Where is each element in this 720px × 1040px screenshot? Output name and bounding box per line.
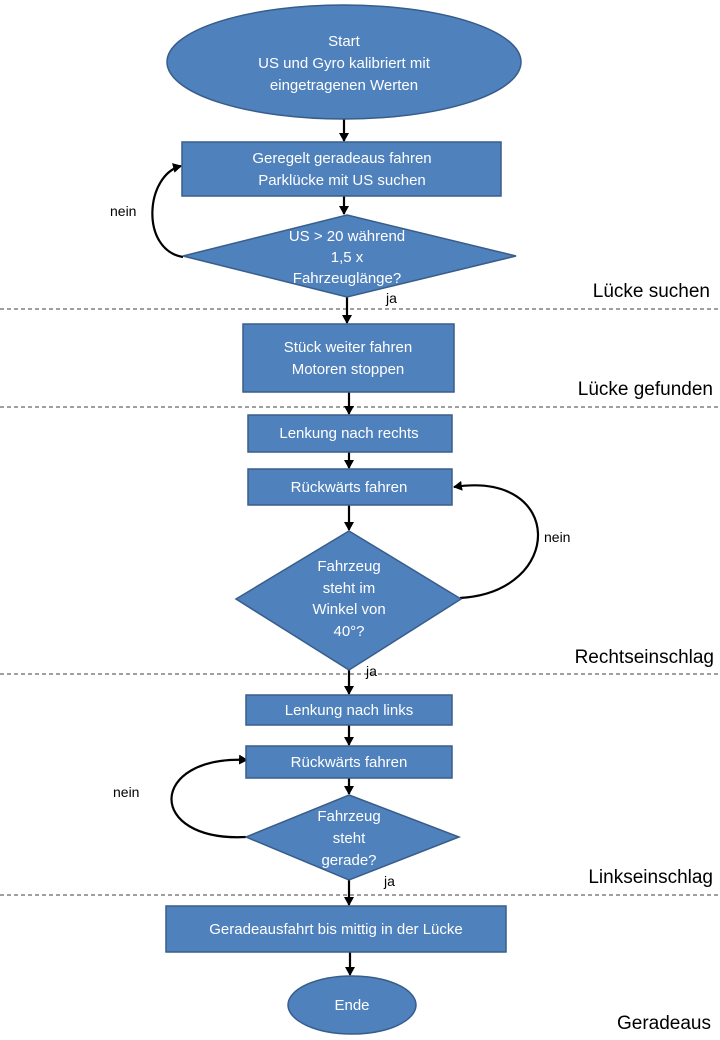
process-steer-right (247, 414, 453, 453)
process-reverse-2 (245, 745, 453, 779)
loop-angle-no (453, 480, 539, 600)
decision-straight-line-1: Fahrzeug (317, 808, 380, 825)
process-drive-stop-line-1: Stück weiter fahren (284, 339, 412, 356)
process-drive-search-line-1: Geregelt geradeaus fahren (252, 150, 431, 167)
section-label-right: Rechtseinschlag (575, 647, 714, 668)
end-node-label: Ende (334, 997, 369, 1014)
process-steer-left (245, 694, 453, 726)
process-steer-left-label: Lenkung nach links (285, 702, 413, 719)
process-drive-center (165, 905, 507, 953)
edge-label-angle-yes: ja (365, 663, 377, 679)
edge-label-straight-no: nein (113, 784, 139, 800)
decision-angle-line-4: 40°? (333, 623, 364, 640)
process-drive-stop (242, 323, 455, 393)
process-drive-stop-line-2: Motoren stoppen (292, 361, 405, 378)
section-label-straight: Geradeaus (617, 1013, 711, 1034)
decision-gap-line-1: US > 20 während (289, 228, 405, 245)
section-label-found: Lücke gefunden (578, 379, 713, 400)
decision-angle-line-2: steht im (323, 580, 376, 597)
decision-gap-line-3: Fahrzeuglänge? (293, 270, 401, 287)
loop-gap-no (151, 163, 184, 259)
section-label-left: Linkseinschlag (588, 867, 713, 888)
section-label-search: Lücke suchen (593, 281, 710, 302)
start-node-line-1: Start (328, 33, 361, 50)
process-reverse-1 (247, 468, 453, 506)
end-node (287, 975, 417, 1035)
decision-angle-line-3: Winkel von (312, 601, 385, 618)
decision-straight-line-3: gerade? (321, 852, 376, 869)
decision-gap-line-2: 1,5 x (331, 249, 364, 266)
decision-straight-line-2: steht (333, 830, 366, 847)
edge-label-straight-yes: ja (383, 873, 395, 889)
decision-angle (234, 530, 463, 671)
start-node (166, 4, 522, 120)
start-node-line-2: US und Gyro kalibriert mit (258, 55, 431, 72)
loop-straight-no (170, 754, 248, 839)
decision-straight (244, 794, 462, 881)
process-drive-search-line-2: Parklücke mit US suchen (258, 172, 426, 189)
start-node-line-3: eingetragenen Werten (270, 77, 418, 94)
process-drive-center-label: Geradeausfahrt bis mittig in der Lücke (209, 921, 462, 938)
edge-label-angle-no: nein (544, 529, 570, 545)
process-reverse-2-label: Rückwärts fahren (291, 754, 408, 771)
decision-angle-line-1: Fahrzeug (317, 558, 380, 575)
decision-gap (182, 214, 517, 298)
process-reverse-1-label: Rückwärts fahren (291, 479, 408, 496)
edge-label-gap-yes: ja (385, 290, 397, 306)
process-drive-search (181, 141, 502, 197)
edge-label-gap-no: nein (110, 203, 136, 219)
process-steer-right-label: Lenkung nach rechts (279, 425, 418, 442)
